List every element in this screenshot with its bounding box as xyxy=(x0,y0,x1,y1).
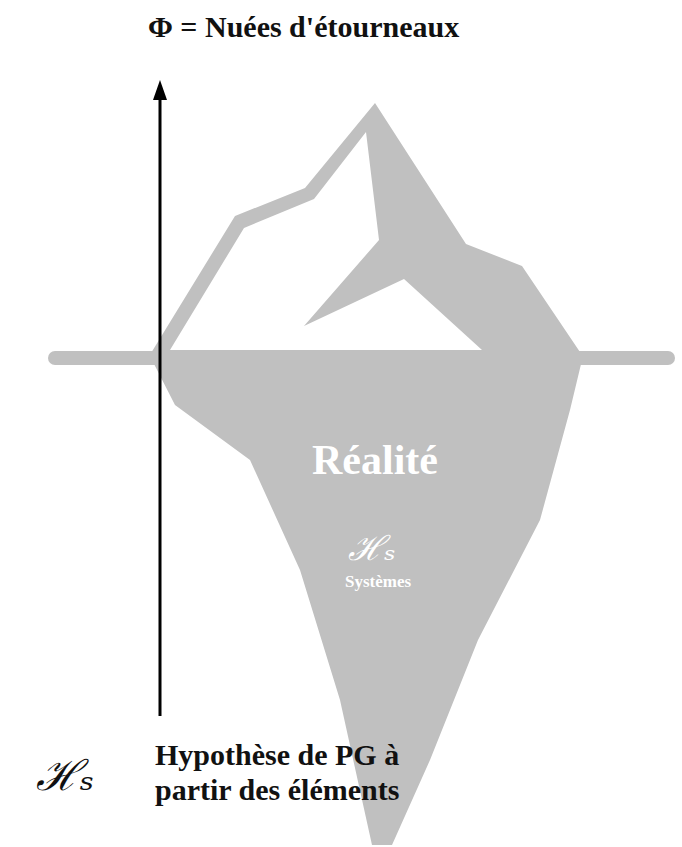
hypothesis-note: Hypothèse de PG à partir des éléments xyxy=(155,738,455,807)
waterline xyxy=(55,351,668,365)
iceberg-underwater xyxy=(152,360,582,845)
axis-title: Φ = Nuées d'étourneaux xyxy=(148,10,459,45)
iceberg-text: ℋₛ xyxy=(348,524,395,570)
iceberg-face xyxy=(170,132,482,350)
symbol-label: ℋₛ xyxy=(36,752,94,800)
arrow-shaft xyxy=(159,98,162,716)
iceberg-tip xyxy=(148,103,584,358)
iceberg-text: Réalité xyxy=(312,436,438,484)
iceberg-text: Systèmes xyxy=(345,572,411,592)
arrow-head xyxy=(153,80,167,100)
